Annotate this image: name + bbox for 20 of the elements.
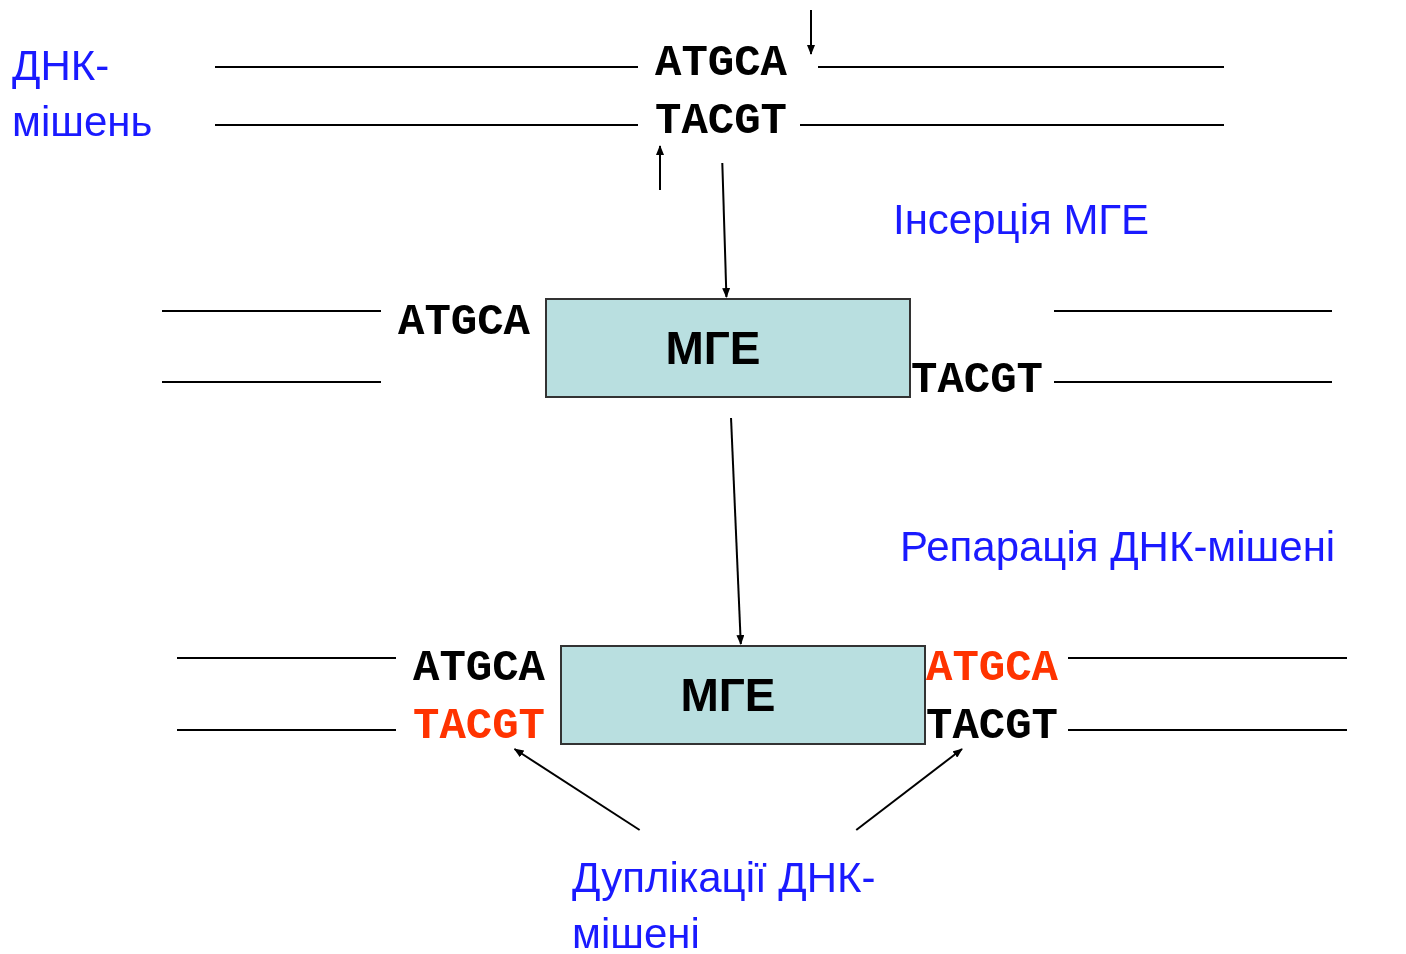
arrow: [513, 748, 641, 831]
sequence-text: ATGCA: [398, 300, 531, 344]
element-box: [545, 298, 911, 398]
sequence-text: ATGCA: [926, 646, 1059, 690]
sequence-text: TACGT: [655, 99, 788, 143]
caption-text: Дуплікації ДНК- мішені: [572, 850, 942, 954]
element-box: [560, 645, 926, 745]
edge-label: Репарація ДНК-мішені: [900, 522, 1336, 572]
sequence-text: ATGCA: [655, 41, 788, 85]
sequence-text: TACGT: [413, 704, 546, 748]
sequence-text: TACGT: [926, 704, 1059, 748]
element-label: МГЕ: [665, 321, 761, 375]
caption-text: ДНК- мішень: [12, 41, 154, 147]
arrow: [721, 162, 731, 298]
arrow: [855, 748, 963, 831]
edge-label: Інсерція МГЕ: [893, 195, 1150, 245]
sequence-text: TACGT: [911, 358, 1044, 402]
element-label: МГЕ: [680, 668, 776, 722]
arrow: [730, 417, 745, 645]
sequence-text: ATGCA: [413, 646, 546, 690]
